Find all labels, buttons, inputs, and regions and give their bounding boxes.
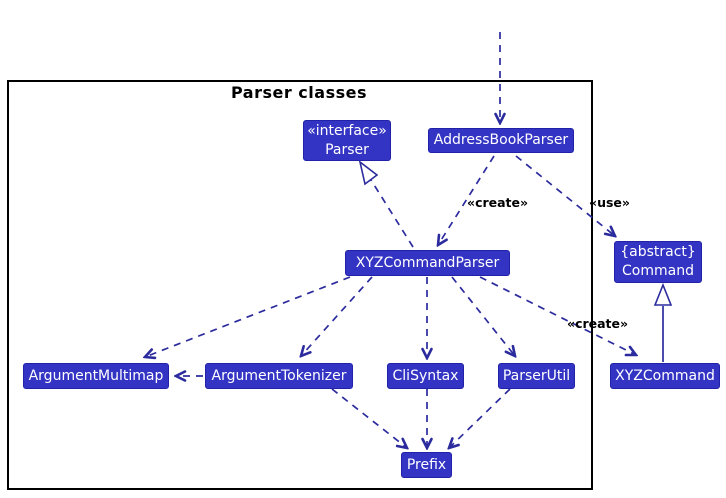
class-addressbookparser: AddressBookParser bbox=[428, 128, 574, 153]
class-name: Command bbox=[622, 263, 694, 279]
class-name: CliSyntax bbox=[392, 367, 459, 384]
class-name: Parser bbox=[325, 141, 369, 158]
edge-label-create-bottom: «create» bbox=[567, 316, 629, 331]
class-name: ParserUtil bbox=[502, 367, 571, 384]
inheritance-triangle-command bbox=[653, 282, 673, 306]
class-parser-interface: «interface» Parser bbox=[303, 120, 391, 161]
class-parserutil: ParserUtil bbox=[498, 363, 575, 389]
edge-label-create-top: «create» bbox=[467, 195, 529, 210]
class-name: Prefix bbox=[406, 456, 447, 473]
diagram-title: Parser classes bbox=[230, 83, 367, 102]
class-name: ArgumentTokenizer bbox=[211, 367, 347, 384]
class-name: AddressBookParser bbox=[433, 132, 569, 149]
class-argumentmultimap: ArgumentMultimap bbox=[23, 363, 169, 389]
class-clisyntax: CliSyntax bbox=[387, 363, 464, 389]
class-command-abstract: {abstract} Command bbox=[614, 241, 702, 283]
class-stereotype: «interface» bbox=[307, 122, 387, 139]
class-name: ArgumentMultimap bbox=[28, 367, 164, 384]
class-name: XYZCommand bbox=[615, 367, 715, 384]
class-name: XYZCommandParser bbox=[355, 254, 500, 271]
class-argumenttokenizer: ArgumentTokenizer bbox=[205, 363, 353, 389]
class-xyzcommand: XYZCommand bbox=[610, 363, 720, 389]
class-xyzcommandparser: XYZCommandParser bbox=[345, 250, 510, 276]
class-stereotype: {abstract} bbox=[620, 244, 696, 261]
edge-label-use: «use» bbox=[589, 195, 630, 210]
class-prefix: Prefix bbox=[401, 452, 452, 478]
